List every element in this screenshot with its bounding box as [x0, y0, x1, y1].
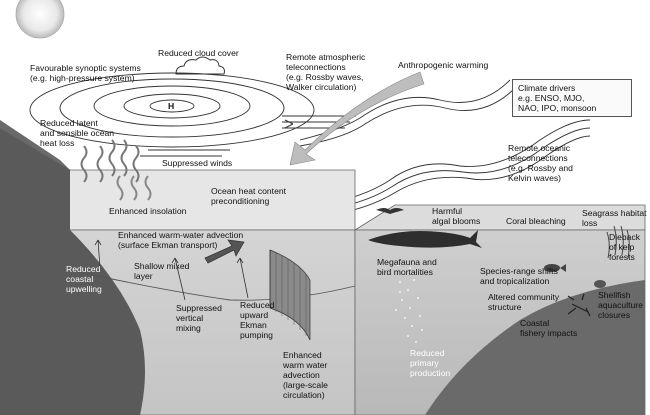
favourable-synoptic-label: Favourable synoptic systems (e.g. high-p…	[30, 63, 141, 83]
harmful-algal-label: Harmful algal blooms	[432, 206, 481, 226]
high-pressure-label: H	[168, 101, 175, 111]
dieback-kelp-label: Dieback of kelp forests	[609, 232, 641, 262]
latent-heat-arrows	[80, 139, 140, 183]
seagrass-loss-label: Seagrass habitat loss	[582, 208, 647, 228]
enhanced-insolation-label: Enhanced insolation	[109, 206, 187, 216]
land-left	[0, 128, 145, 415]
seabed-right	[425, 280, 645, 415]
shallow-mixed-layer-label: Shallow mixed layer	[134, 261, 190, 281]
large-scale-advection-label: Enhanced warm water advection (large-sca…	[283, 350, 328, 400]
shell-icon	[594, 280, 606, 288]
advection-curtain	[269, 249, 311, 341]
kelp-strokes	[606, 225, 630, 259]
upwelling-arrows	[94, 239, 249, 301]
remote-oceanic-label: Remote oceanic teleconnections (e.g. Ros…	[508, 143, 573, 183]
climate-drivers-box: Climate drivers e.g. ENSO, MJO, NAO, IPO…	[512, 79, 632, 117]
suppressed-winds-label: Suppressed winds	[162, 158, 233, 168]
bird-icon	[376, 208, 404, 214]
reduced-coastal-upwelling-label: Reduced coastal upwelling	[66, 264, 102, 294]
reduced-ekman-label: Reduced upward Ekman pumping	[240, 300, 275, 340]
species-range-label: Species-range shifts and tropicalization	[480, 266, 558, 286]
land-left-top	[0, 120, 70, 170]
lobster-icon	[567, 293, 591, 317]
reduced-latent-label: Reduced latent and sensible ocean heat l…	[40, 118, 115, 148]
megafauna-label: Megafauna and bird mortalities	[377, 257, 437, 277]
reduced-cloud-cover-label: Reduced cloud cover	[158, 48, 239, 58]
anthropogenic-warming-label: Anthropogenic warming	[398, 60, 489, 70]
oceanic-teleconnection-waves	[309, 119, 591, 219]
fish-icon	[544, 264, 566, 272]
ekman-arrow	[204, 239, 245, 264]
shellfish-label: Shellfish aquaculture closures	[598, 290, 643, 320]
mixed-layer-curve	[69, 269, 356, 301]
insolation-arrows	[116, 175, 152, 201]
primary-production-speckle	[395, 261, 423, 343]
ekman-surface-label: Enhanced warm-water advection (surface E…	[118, 230, 244, 250]
ocean-heat-label: Ocean heat content preconditioning	[211, 186, 287, 206]
anthropogenic-arrow	[289, 71, 425, 166]
whale-icon	[368, 230, 482, 248]
coral-bleaching-label: Coral bleaching	[506, 216, 566, 226]
altered-community-label: Altered community structure	[488, 292, 560, 312]
suppressed-vertical-label: Suppressed vertical mixing	[176, 303, 222, 333]
remote-atmospheric-label: Remote atmospheric teleconnections (e.g.…	[286, 52, 366, 92]
coastal-fishery-label: Coastal fishery impacts	[520, 318, 578, 338]
cloud-icon	[175, 56, 225, 75]
high-pressure-isobars	[29, 72, 315, 148]
primary-production-label: Reduced primary production	[410, 348, 451, 378]
sun-icon	[15, 0, 65, 39]
